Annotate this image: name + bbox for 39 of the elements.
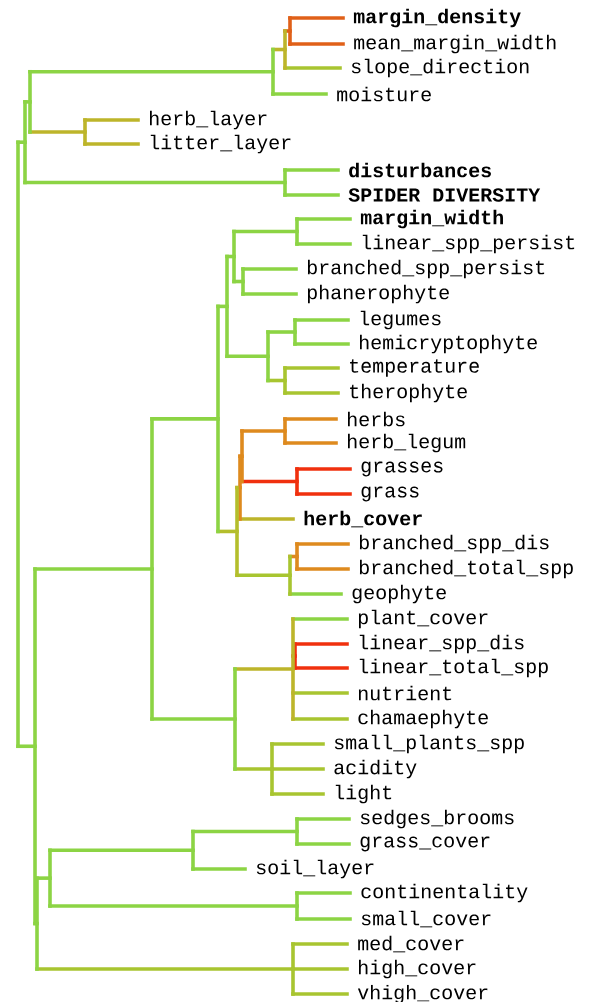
leaf-label: mean_margin_width bbox=[354, 34, 556, 54]
leaf-label: herb_cover bbox=[304, 510, 422, 528]
leaf-label: linear_total_spp bbox=[359, 658, 548, 678]
leaf-label: herbs bbox=[348, 411, 405, 427]
leaf-label: moisture bbox=[337, 86, 431, 102]
leaf-label: chamaephyte bbox=[358, 709, 488, 729]
leaf-label: phanerophyte bbox=[307, 284, 449, 304]
leaf-label: linear_spp_persist bbox=[362, 234, 575, 254]
leaf-label: small_cover bbox=[361, 910, 491, 928]
leaf-label: branched_spp_persist bbox=[307, 259, 545, 279]
leaf-label: herb_layer bbox=[150, 110, 267, 130]
leaf-label: disturbances bbox=[349, 162, 491, 178]
leaf-label: temperature bbox=[350, 359, 479, 377]
leaf-label: herb_legum bbox=[348, 433, 466, 453]
leaf-label: grasses bbox=[361, 461, 443, 477]
leaf-label: branched_spp_dis bbox=[359, 534, 549, 554]
leaf-label: margin_density bbox=[353, 8, 521, 28]
leaf-label: med_cover bbox=[358, 935, 464, 953]
leaf-label: acidity bbox=[334, 759, 417, 779]
leaf-label: grass_cover bbox=[360, 836, 490, 852]
leaf-label: small_plants_spp bbox=[334, 734, 524, 754]
leaf-label: therophyte bbox=[350, 383, 467, 403]
leaf-label: geophyte bbox=[352, 584, 446, 604]
leaf-label: branched_total_spp bbox=[359, 559, 573, 579]
leaf-label: linear_spp_dis bbox=[359, 634, 524, 654]
leaf-label: plant_cover bbox=[358, 609, 488, 629]
leaf-label: slope_direction bbox=[351, 58, 529, 78]
leaf-label: continentality bbox=[361, 883, 528, 903]
leaf-label: nutrient bbox=[358, 685, 452, 701]
leaf-label: soil_layer bbox=[256, 859, 374, 879]
leaf-label: grass bbox=[361, 486, 419, 502]
leaf-label: SPIDER DIVERSITY bbox=[348, 188, 541, 202]
leaf-label: margin_width bbox=[360, 209, 503, 229]
leaf-label: legumes bbox=[360, 310, 441, 330]
leaf-label: sedges_brooms bbox=[360, 809, 514, 829]
leaf-label: light bbox=[335, 784, 392, 804]
leaf-label: litter_layer bbox=[150, 134, 291, 154]
leaf-label: hemicryptophyte bbox=[360, 334, 537, 354]
leaf-label: high_cover bbox=[359, 959, 476, 979]
